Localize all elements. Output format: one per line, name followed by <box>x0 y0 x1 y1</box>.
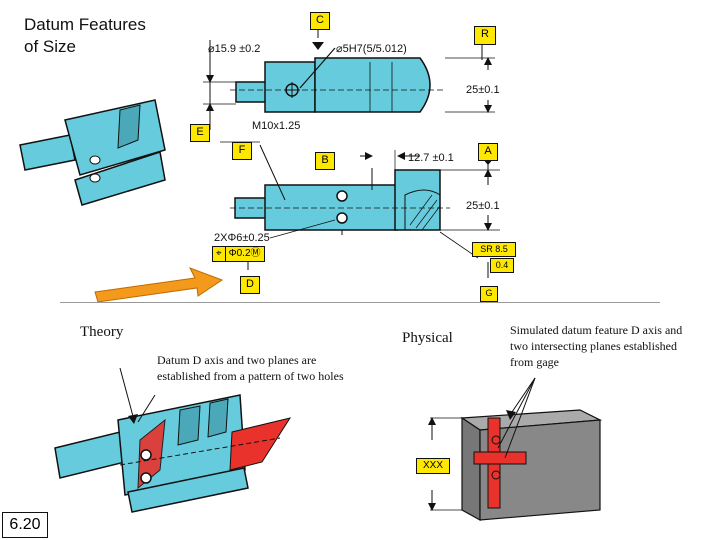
physical-note: Simulated datum feature D axis and two i… <box>510 323 683 369</box>
dim-pattern-holes: 2XΦ6±0.25 <box>214 232 270 244</box>
page-number: 6.20 <box>2 512 48 538</box>
fcf-tolerance: Φ0.2Ⓜ <box>228 248 261 259</box>
dim-dia-5h7: ⌀5H7(5/5.012) <box>336 43 407 55</box>
orange-arrow <box>94 267 224 303</box>
dim-dia-15-9: ⌀15.9 ±0.2 <box>208 43 261 55</box>
sr-box: SR 8.5 <box>472 242 516 257</box>
position-symbol-icon: ⌖ <box>213 247 226 261</box>
dim-0-4-box: 0.4 <box>490 258 514 273</box>
datum-b-box: B <box>315 152 335 170</box>
datum-d-box: D <box>240 276 260 294</box>
physical-caption: Physical <box>402 330 453 346</box>
datum-e-box: E <box>190 124 210 142</box>
dim-25-bottom: 25±0.1 <box>466 200 500 212</box>
datum-r-box: R <box>474 26 496 45</box>
feature-control-frame: ⌖ Φ0.2Ⓜ <box>212 246 265 262</box>
datum-f-box: F <box>232 142 252 160</box>
theory-note: Datum D axis and two planes are establis… <box>157 353 344 383</box>
dim-thread: M10x1.25 <box>252 120 301 132</box>
xxx-box: XXX <box>416 458 450 474</box>
dim-12-7: 12.7 ±0.1 <box>408 152 454 164</box>
datum-g-box: G <box>480 286 498 302</box>
section-divider <box>60 302 660 303</box>
iso-part-small <box>19 99 166 206</box>
theory-part <box>54 367 292 513</box>
slide-title: Datum Features of Size <box>24 15 146 56</box>
dim-25-top: 25±0.1 <box>466 84 500 96</box>
front-view-part <box>220 141 450 231</box>
datum-c-box: C <box>310 12 330 30</box>
datum-a-box: A <box>478 143 498 161</box>
physical-gage <box>428 377 603 522</box>
theory-caption: Theory <box>80 324 124 340</box>
top-view-part <box>230 57 445 113</box>
